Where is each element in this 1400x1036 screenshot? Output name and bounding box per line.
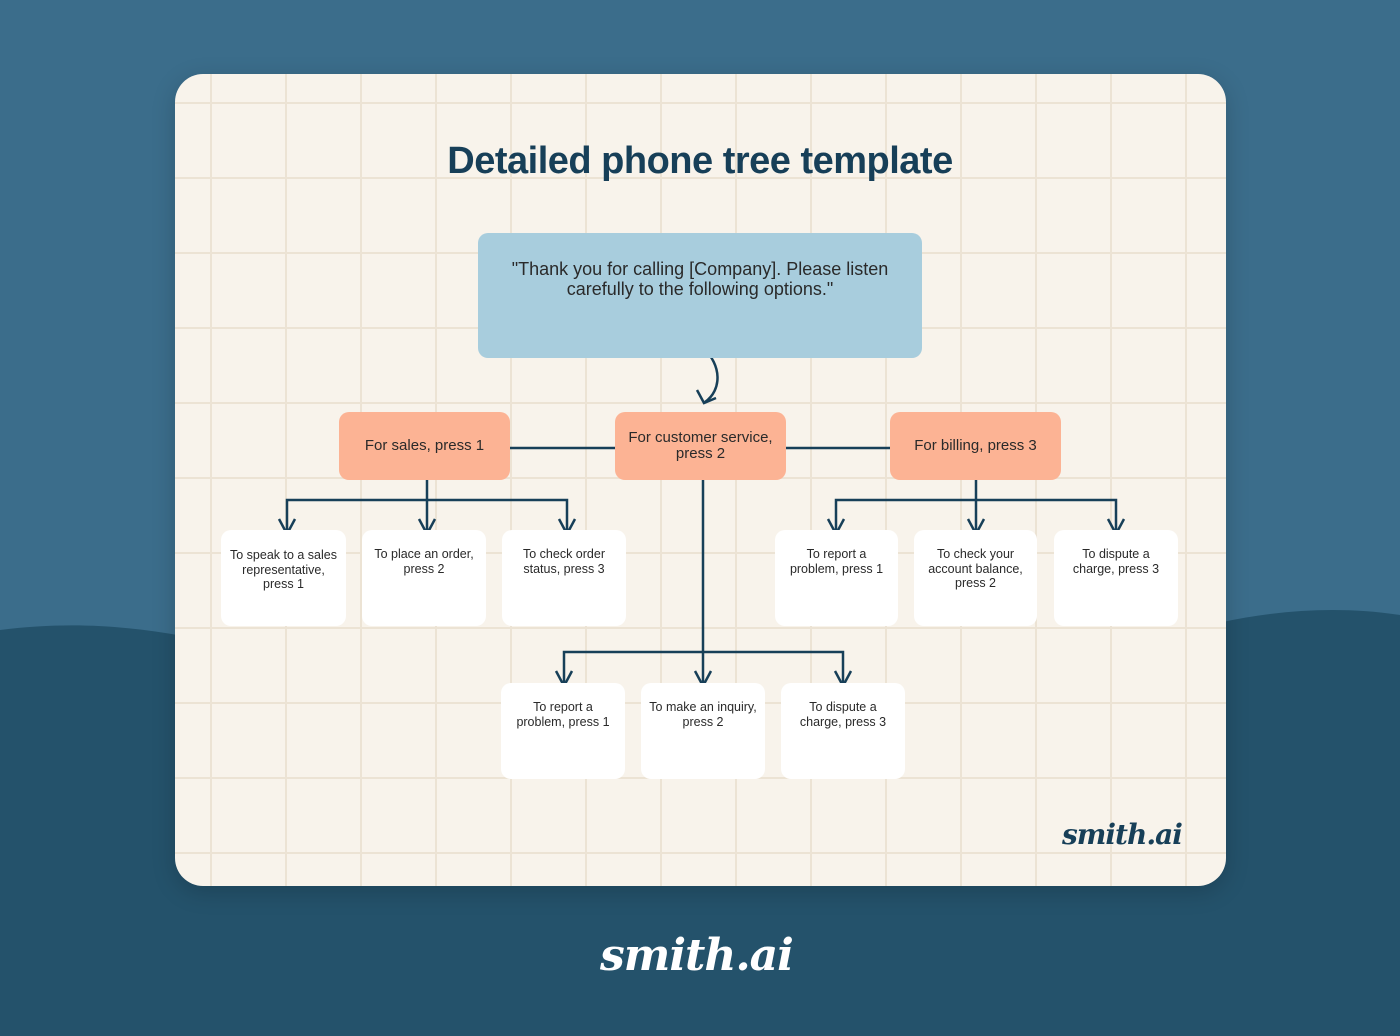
cs-sub-option-3: To dispute a charge, press 3: [781, 683, 905, 779]
option-customer-service: For customer service, press 2: [615, 412, 786, 480]
billing-branch: [834, 480, 1118, 534]
footer-brand-logo: smith.ai: [600, 930, 794, 981]
billing-sub-option-1: To report a problem, press 1: [775, 530, 898, 626]
sales-branch: [285, 480, 569, 534]
greeting-box: "Thank you for calling [Company]. Please…: [478, 233, 922, 358]
sales-sub-option-2: To place an order, press 2: [362, 530, 486, 626]
billing-sub-option-2: To check your account balance, press 2: [914, 530, 1037, 626]
sales-sub-option-1: To speak to a sales representative, pres…: [221, 530, 346, 626]
cs-sub-option-1: To report a problem, press 1: [501, 683, 625, 779]
sales-sub-option-3: To check order status, press 3: [502, 530, 626, 626]
card-brand-logo: smith.ai: [1062, 818, 1183, 851]
billing-sub-option-3: To dispute a charge, press 3: [1054, 530, 1178, 626]
greeting-arrowhead: [695, 389, 717, 405]
option-sales: For sales, press 1: [339, 412, 510, 480]
option-billing: For billing, press 3: [890, 412, 1061, 480]
cs-branch: [562, 480, 845, 686]
page-title: Detailed phone tree template: [447, 140, 953, 182]
cs-sub-option-2: To make an inquiry, press 2: [641, 683, 765, 779]
